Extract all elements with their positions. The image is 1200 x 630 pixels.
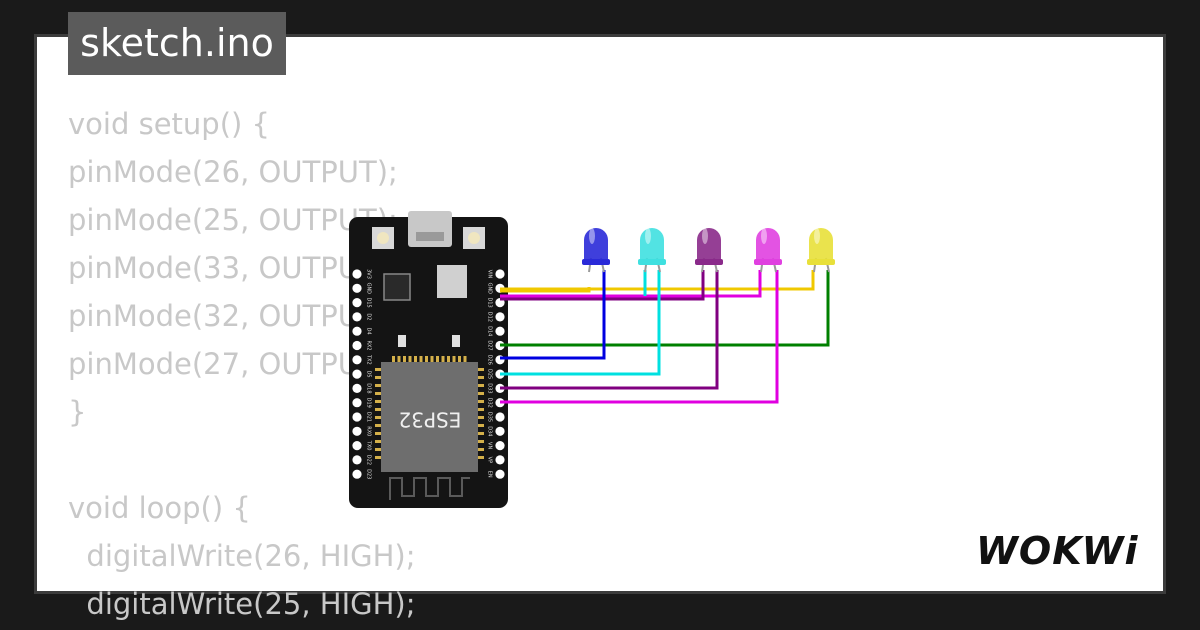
pin-en[interactable] bbox=[495, 469, 505, 479]
pin-label: D27 bbox=[487, 340, 493, 350]
pin-d19[interactable] bbox=[352, 398, 362, 408]
file-tab[interactable]: sketch.ino bbox=[68, 12, 286, 75]
pin-rx2[interactable] bbox=[352, 340, 362, 351]
led-purple[interactable] bbox=[695, 228, 723, 273]
pin-label: RX2 bbox=[366, 340, 372, 350]
regulator-chip bbox=[437, 265, 467, 298]
pin-label: TX0 bbox=[366, 440, 372, 451]
led-yellow[interactable] bbox=[807, 228, 835, 273]
code-line: void setup() { bbox=[68, 107, 270, 141]
editor-panel bbox=[34, 34, 1166, 594]
pin-tx2[interactable] bbox=[352, 355, 362, 365]
left-pin-header bbox=[352, 269, 362, 479]
pin-label: D2 bbox=[366, 313, 372, 320]
pin-label: D5 bbox=[366, 371, 372, 378]
pin-label: D13 bbox=[487, 297, 493, 307]
led-blue[interactable] bbox=[582, 228, 610, 273]
pin-tx0[interactable] bbox=[352, 441, 362, 451]
pin-3v3[interactable] bbox=[352, 269, 362, 279]
pin-label: D32 bbox=[487, 398, 493, 408]
pin-label: TX2 bbox=[366, 354, 372, 365]
pin-d35[interactable] bbox=[495, 412, 505, 422]
pin-gnd[interactable] bbox=[352, 283, 362, 293]
pin-d2[interactable] bbox=[352, 312, 362, 322]
pin-label: D33 bbox=[487, 383, 493, 393]
module-pads bbox=[375, 356, 484, 459]
pin-d34[interactable] bbox=[495, 426, 505, 436]
pin-label: D26 bbox=[487, 355, 493, 365]
magenta-signal-wire[interactable] bbox=[500, 270, 779, 404]
blue-signal-wire[interactable] bbox=[500, 270, 606, 360]
led-cyan[interactable] bbox=[638, 228, 666, 273]
pin-label: GND bbox=[366, 283, 372, 295]
code-line: digitalWrite(26, HIGH); bbox=[68, 539, 416, 573]
pin-label: VP bbox=[487, 457, 493, 463]
pin-label: D14 bbox=[487, 326, 493, 336]
pin-label: D18 bbox=[366, 383, 372, 393]
pin-label: D12 bbox=[487, 312, 493, 322]
code-line: pinMode(26, OUTPUT); bbox=[68, 155, 398, 189]
pin-d23[interactable] bbox=[352, 469, 362, 479]
green-signal-wire[interactable] bbox=[500, 270, 830, 347]
reset-button[interactable] bbox=[463, 227, 485, 249]
leds bbox=[582, 228, 835, 273]
pin-label: D22 bbox=[366, 455, 372, 465]
pin-label: D34 bbox=[487, 426, 493, 436]
led-magenta[interactable] bbox=[754, 228, 782, 273]
pin-label: 3V3 bbox=[366, 269, 372, 279]
pin-label: D19 bbox=[366, 398, 372, 408]
esp32-module bbox=[381, 362, 478, 472]
pin-d18[interactable] bbox=[352, 383, 362, 393]
board-label: ESP32 bbox=[399, 408, 462, 432]
antenna-trace bbox=[389, 477, 470, 500]
pin-label: VIN bbox=[487, 270, 493, 279]
code-line: digitalWrite(25, HIGH); bbox=[68, 587, 416, 621]
yellow-gnd-wire[interactable] bbox=[500, 270, 815, 291]
wires bbox=[500, 270, 830, 404]
pin-label: RX0 bbox=[366, 426, 372, 436]
pin-rx0[interactable] bbox=[352, 426, 362, 436]
pin-label: D15 bbox=[366, 297, 372, 307]
pin-d14[interactable] bbox=[495, 326, 505, 336]
pin-label: D35 bbox=[487, 412, 493, 422]
pin-label: D21 bbox=[366, 412, 372, 422]
purple-gnd-wire[interactable] bbox=[500, 270, 705, 301]
pin-d21[interactable] bbox=[352, 412, 362, 422]
usb-chip bbox=[383, 273, 411, 301]
pin-d12[interactable] bbox=[495, 312, 505, 322]
pin-label: D4 bbox=[366, 328, 372, 335]
pin-vp[interactable] bbox=[495, 455, 505, 465]
magenta-gnd-wire[interactable] bbox=[500, 270, 762, 298]
cyan-signal-wire[interactable] bbox=[500, 270, 661, 376]
code-line: void loop() { bbox=[68, 491, 251, 525]
boot-button[interactable] bbox=[372, 227, 394, 249]
purple-signal-wire[interactable] bbox=[500, 270, 719, 390]
pin-d22[interactable] bbox=[352, 455, 362, 465]
pin-label: D25 bbox=[487, 369, 493, 379]
pin-label: D23 bbox=[366, 469, 372, 479]
code-line: } bbox=[68, 395, 87, 429]
pin-vin[interactable] bbox=[495, 269, 505, 279]
pin-d4[interactable] bbox=[352, 326, 362, 336]
pin-d5[interactable] bbox=[352, 369, 362, 379]
pin-label: EN bbox=[487, 471, 493, 478]
svg-text:WOKWi: WOKWi bbox=[976, 529, 1139, 573]
pin-d15[interactable] bbox=[352, 298, 362, 308]
pin-vn[interactable] bbox=[495, 441, 505, 451]
pin-label: GND bbox=[487, 283, 493, 295]
pin-label: VN bbox=[487, 442, 493, 449]
wokwi-logo: WOKWi bbox=[976, 529, 1139, 573]
usb-port bbox=[408, 211, 452, 247]
